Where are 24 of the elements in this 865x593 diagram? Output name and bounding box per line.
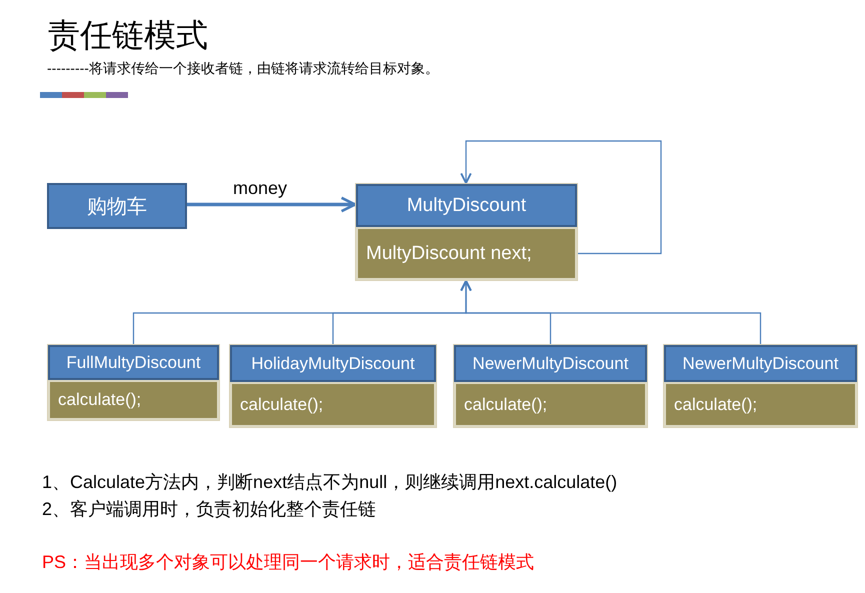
arrow bbox=[460, 280, 762, 344]
note: PS：当出现多个对象可以处理同一个请求时，适合责任链模式 bbox=[42, 551, 534, 574]
class-member: calculate(); bbox=[230, 382, 436, 427]
class-name: NewerMultyDiscount bbox=[454, 345, 647, 382]
note: 1、Calculate方法内，判断next结点不为null，则继续调用next.calculate() bbox=[42, 471, 618, 494]
class-name: FullMultyDiscount bbox=[48, 345, 219, 380]
class-member: calculate(); bbox=[48, 380, 219, 420]
class-member: MultyDiscount next; bbox=[356, 227, 577, 280]
process-box: 购物车 bbox=[47, 183, 187, 229]
class-member: calculate(); bbox=[664, 382, 857, 427]
class-box bbox=[355, 183, 578, 281]
class-box bbox=[453, 344, 648, 428]
title: 责任链模式 bbox=[48, 15, 208, 56]
class-name: MultyDiscount bbox=[356, 184, 577, 227]
class-box bbox=[47, 344, 220, 421]
subtitle: ---------将请求传给一个接收者链，由链将请求流转给目标对象。 bbox=[47, 60, 439, 78]
class-box bbox=[229, 344, 437, 428]
class-member: calculate(); bbox=[454, 382, 647, 427]
note: 2、客户端调用时，负责初始化整个责任链 bbox=[42, 498, 376, 521]
loop-arrow bbox=[460, 140, 662, 254]
arrow bbox=[187, 196, 356, 213]
class-name: HolidayMultyDiscount bbox=[230, 345, 436, 382]
class-box bbox=[663, 344, 858, 428]
class-name: NewerMultyDiscount bbox=[664, 345, 857, 382]
